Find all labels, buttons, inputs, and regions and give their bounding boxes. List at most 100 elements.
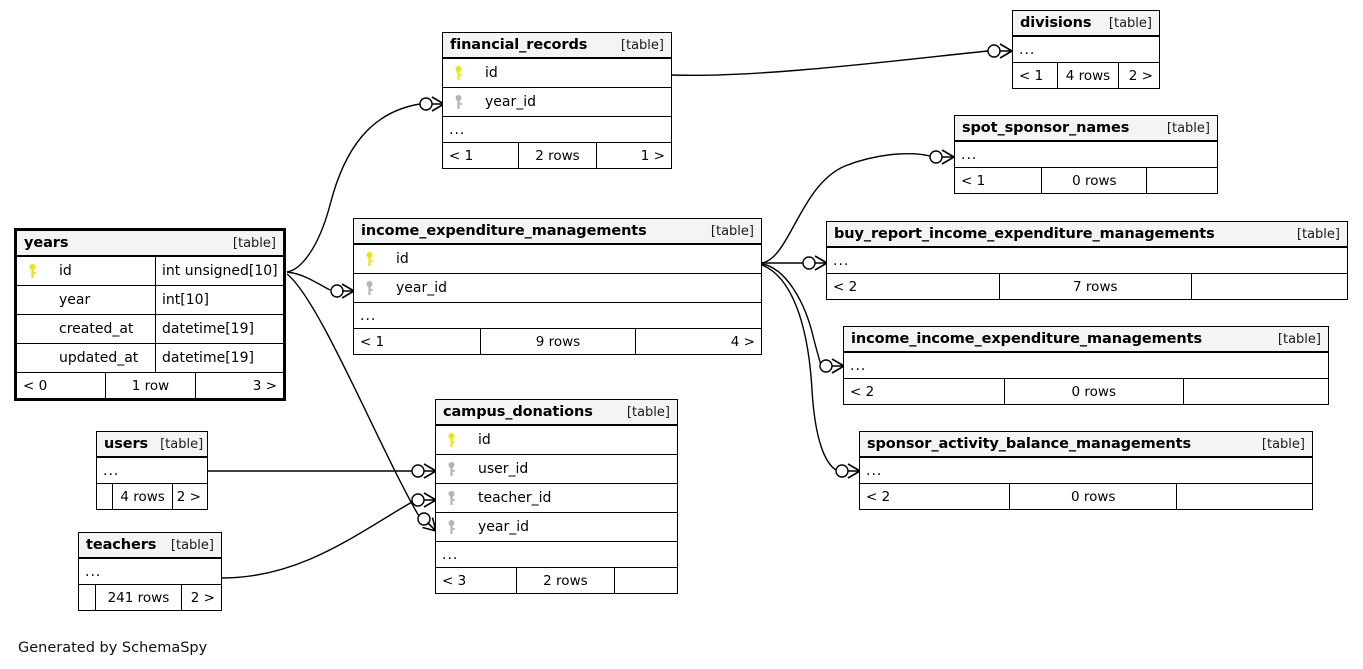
more-columns-ellipsis: ... (354, 303, 761, 329)
table-row[interactable]: updated_at datetime[19] (17, 344, 283, 373)
table-row[interactable]: teacher_id (436, 484, 677, 513)
table-footer: < 2 0 rows (844, 379, 1328, 404)
table-row[interactable]: id (436, 426, 677, 455)
row-count: 4 rows (112, 484, 171, 509)
table-years[interactable]: years [table] id int unsigned[10] year i… (14, 228, 286, 401)
table-header: teachers [table] (79, 533, 221, 559)
table-columns: ... (844, 353, 1328, 379)
table-footer: < 1 2 rows 1 > (443, 143, 671, 168)
table-spot_sponsor_names[interactable]: spot_sponsor_names [table] ... < 1 0 row… (954, 115, 1218, 194)
table-header: buy_report_income_expenditure_management… (827, 222, 1347, 248)
children-count[interactable] (1146, 168, 1217, 193)
table-row[interactable]: id (354, 245, 761, 274)
more-columns-ellipsis: ... (443, 117, 671, 143)
more-columns-ellipsis: ... (97, 458, 207, 484)
table-footer: < 3 2 rows (436, 568, 677, 593)
column-type: datetime[19] (155, 344, 283, 372)
table-row[interactable]: year_id (436, 513, 677, 542)
table-row[interactable]: year int[10] (17, 286, 283, 315)
children-count[interactable]: 2 > (171, 484, 207, 509)
table-columns: ... (1013, 37, 1159, 63)
table-footer: < 0 1 row 3 > (17, 373, 283, 398)
table-row[interactable]: id (443, 59, 671, 88)
table-columns: id year_id ... (443, 59, 671, 143)
parents-count[interactable]: < 2 (866, 488, 891, 505)
column-name: created_at (59, 321, 134, 337)
table-type-tag: [table] (710, 223, 754, 239)
table-columns: ... (955, 142, 1217, 168)
table-header: spot_sponsor_names [table] (955, 116, 1217, 142)
table-type-tag: [table] (620, 37, 664, 53)
parents-count[interactable]: < 3 (442, 572, 467, 589)
table-users[interactable]: users [table] ... 4 rows 2 > (96, 431, 208, 510)
table-footer: < 2 0 rows (860, 484, 1312, 509)
key-icon-yellow (354, 251, 384, 267)
table-header: sponsor_activity_balance_managements [ta… (860, 432, 1312, 458)
table-columns: ... (79, 559, 221, 585)
parents-count[interactable] (79, 585, 95, 610)
row-count: 4 rows (1056, 63, 1118, 88)
parents-count[interactable]: < 1 (961, 172, 986, 189)
column-name: year_id (478, 519, 530, 535)
row-count: 0 rows (1009, 484, 1176, 509)
children-count[interactable] (1176, 484, 1312, 509)
table-title: income_expenditure_managements (361, 223, 647, 239)
table-sponsor_activity_balance_managements[interactable]: sponsor_activity_balance_managements [ta… (859, 431, 1313, 510)
table-row[interactable]: user_id (436, 455, 677, 484)
table-row[interactable]: created_at datetime[19] (17, 315, 283, 344)
children-count[interactable]: 3 > (195, 373, 283, 398)
children-count[interactable]: 2 > (181, 585, 221, 610)
table-columns: ... (860, 458, 1312, 484)
key-icon-grey (443, 94, 473, 110)
row-count: 1 row (104, 373, 195, 398)
more-columns-ellipsis: ... (860, 458, 1312, 484)
children-count[interactable]: 2 > (1118, 63, 1159, 88)
table-title: teachers (86, 537, 157, 553)
key-icon-yellow (443, 65, 473, 81)
table-buy_report_income_expenditure_managements[interactable]: buy_report_income_expenditure_management… (826, 221, 1348, 300)
parents-count[interactable]: < 0 (23, 377, 48, 394)
table-footer: < 1 4 rows 2 > (1013, 63, 1159, 88)
children-count[interactable] (614, 568, 677, 593)
more-columns-ellipsis: ... (1013, 37, 1159, 63)
parents-count[interactable] (97, 484, 112, 509)
table-row[interactable]: id int unsigned[10] (17, 257, 283, 286)
table-title: financial_records (450, 37, 588, 53)
more-columns-ellipsis: ... (436, 542, 677, 568)
table-title: campus_donations (443, 404, 593, 420)
table-footer: < 1 9 rows 4 > (354, 329, 761, 354)
table-header: campus_donations [table] (436, 400, 677, 426)
children-count[interactable]: 4 > (634, 329, 761, 354)
table-divisions[interactable]: divisions [table] ... < 1 4 rows 2 > (1012, 10, 1160, 89)
parents-count[interactable]: < 1 (1019, 67, 1044, 84)
edge-financial_records-divisions (670, 50, 989, 77)
column-name: year_id (485, 94, 537, 110)
column-name: id (485, 65, 498, 81)
parents-count[interactable]: < 1 (360, 333, 385, 350)
table-row[interactable]: year_id (354, 274, 761, 303)
table-campus_donations[interactable]: campus_donations [table] id user_id te (435, 399, 678, 594)
children-count[interactable] (1182, 379, 1328, 404)
row-count: 2 rows (515, 568, 615, 593)
table-type-tag: [table] (1166, 120, 1210, 136)
children-count[interactable] (1190, 274, 1347, 299)
parents-count[interactable]: < 2 (850, 383, 875, 400)
table-title: spot_sponsor_names (962, 120, 1130, 136)
table-income_income_expenditure_managements[interactable]: income_income_expenditure_managements [t… (843, 326, 1329, 405)
column-name: year (59, 292, 91, 308)
children-count[interactable]: 1 > (595, 143, 671, 168)
generator-credit: Generated by SchemaSpy (18, 640, 208, 656)
table-footer: < 2 7 rows (827, 274, 1347, 299)
table-teachers[interactable]: teachers [table] ... 241 rows 2 > (78, 532, 222, 611)
table-header: users [table] (97, 432, 207, 458)
table-columns: id user_id teacher_id year_id ... (436, 426, 677, 568)
parents-count[interactable]: < 1 (449, 147, 474, 164)
row-count: 7 rows (998, 274, 1191, 299)
table-income_expenditure_managements[interactable]: income_expenditure_managements [table] i… (353, 218, 762, 355)
parents-count[interactable]: < 2 (833, 278, 858, 295)
table-financial_records[interactable]: financial_records [table] id year_id ...… (442, 32, 672, 169)
edge-years-income_expenditure_managements (286, 271, 331, 291)
key-icon-grey (436, 490, 466, 506)
table-title: income_income_expenditure_managements (851, 331, 1202, 347)
table-row[interactable]: year_id (443, 88, 671, 117)
